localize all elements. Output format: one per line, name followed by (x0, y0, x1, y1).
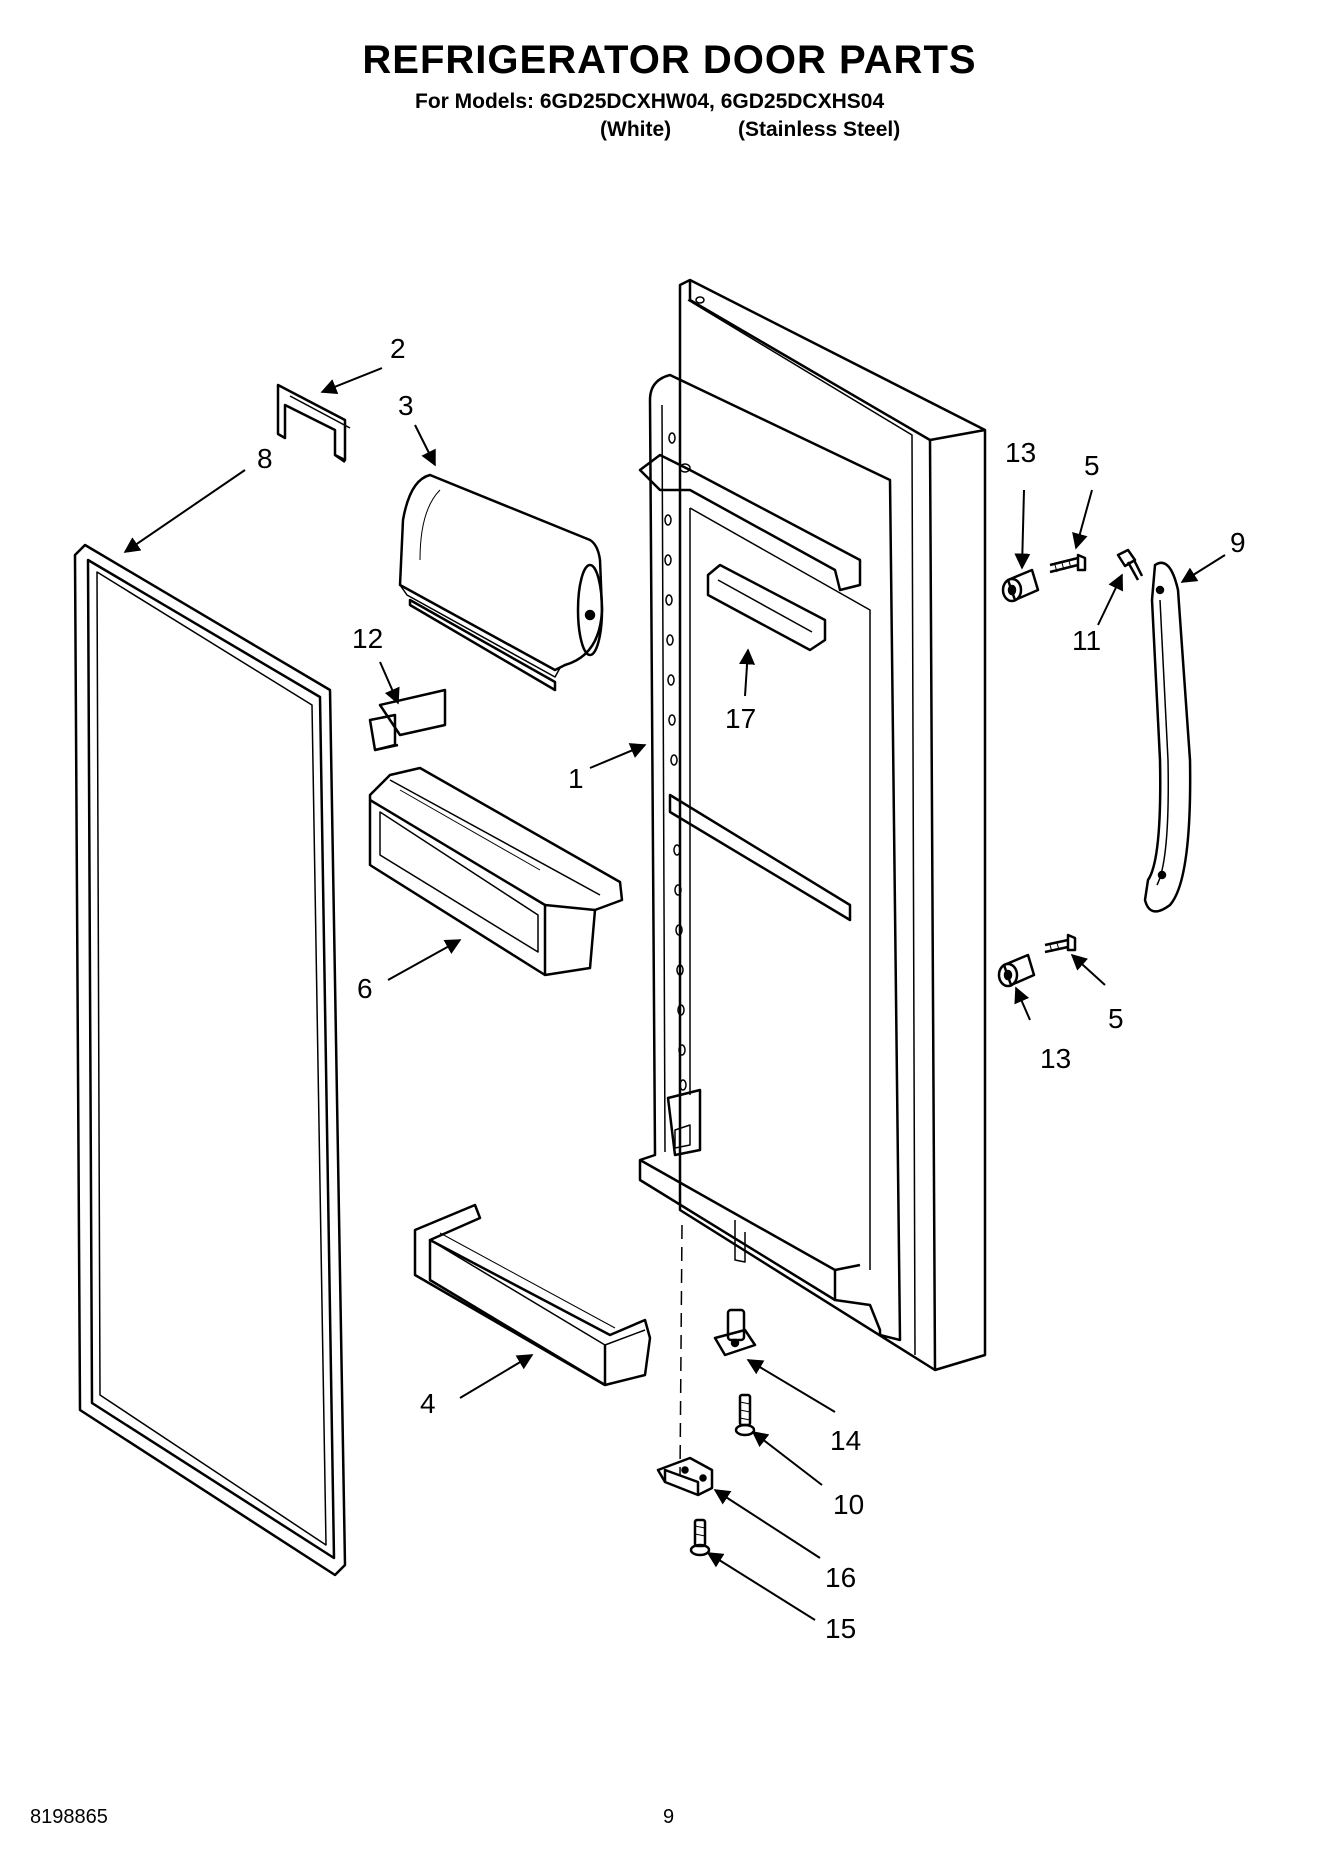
leader-8 (123, 469, 246, 553)
lower-door-bin-part (413, 1203, 652, 1387)
hinge-axis-line (679, 1224, 683, 1476)
callout-10: 10 (833, 1489, 864, 1520)
leader-9 (1180, 554, 1226, 583)
callout-13-upper: 13 (1005, 437, 1036, 468)
callout-15: 15 (825, 1613, 856, 1644)
variant-white: (White) (600, 118, 672, 141)
handle-screw-upper-part (1049, 553, 1087, 574)
callout-17: 17 (725, 703, 756, 734)
door-assembly-part (638, 278, 987, 1372)
callout-3: 3 (398, 390, 414, 421)
callout-5-upper: 5 (1084, 450, 1100, 481)
leader-6 (387, 939, 462, 981)
leader-14 (746, 1359, 836, 1413)
callout-11: 11 (1072, 625, 1101, 656)
leader-5-upper (1072, 489, 1093, 550)
models-line: For Models: 6GD25DCXHW04, 6GD25DCXHS04 (415, 90, 885, 113)
leader-15 (706, 1552, 816, 1621)
document-number: 8198865 (30, 1806, 108, 1828)
handle-spacer-lower-part (997, 953, 1036, 988)
dairy-door-part (398, 473, 604, 692)
hinge-block-screw-part (689, 1518, 711, 1557)
hinge-pin-part (713, 1308, 757, 1357)
leader-10 (751, 1431, 823, 1486)
leader-5-lower (1070, 953, 1106, 986)
callout-13-lower: 13 (1040, 1043, 1071, 1074)
handle-screw-11-part (1116, 548, 1144, 581)
leader-4 (459, 1354, 534, 1399)
door-handle-part (1143, 561, 1192, 913)
leader-16 (713, 1489, 821, 1559)
leader-3 (414, 424, 436, 467)
door-gasket-part (73, 543, 347, 1577)
leader-12 (379, 661, 400, 705)
callout-8: 8 (257, 443, 273, 474)
callout-1: 1 (568, 763, 584, 794)
page-number: 9 (663, 1806, 675, 1828)
leader-13-lower (1014, 986, 1031, 1021)
callout-12: 12 (352, 623, 383, 654)
hinge-block-part (656, 1456, 714, 1497)
shelf-retainer-clip-part (276, 383, 351, 464)
door-bin-part (368, 766, 624, 977)
callout-6: 6 (357, 973, 373, 1004)
leader-2 (320, 367, 383, 395)
callout-5-lower: 5 (1108, 1003, 1124, 1034)
callout-14: 14 (830, 1425, 861, 1456)
leader-13-upper (1014, 489, 1031, 570)
leader-1 (589, 743, 647, 769)
page-title: REFRIGERATOR DOOR PARTS (362, 38, 977, 82)
leader-17 (739, 648, 756, 697)
hinge-screw-part (734, 1393, 756, 1437)
callout-4: 4 (420, 1388, 436, 1419)
variant-stainless: (Stainless Steel) (738, 118, 901, 141)
door-wedge-part (368, 688, 447, 752)
callout-2: 2 (390, 333, 406, 364)
callout-9: 9 (1230, 527, 1246, 558)
handle-spacer-upper-part (1001, 568, 1040, 603)
handle-screw-lower-part (1044, 933, 1077, 954)
leader-11 (1097, 573, 1123, 626)
callout-16: 16 (825, 1562, 856, 1593)
